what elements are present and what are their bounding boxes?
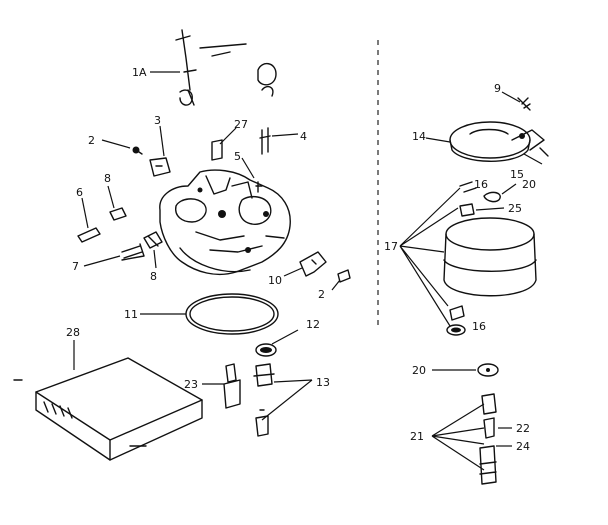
part-17-float-bowl [443, 217, 537, 297]
label-1a: 1A [132, 66, 147, 79]
part-14-lid [449, 121, 549, 162]
part-2-screw-upper [132, 146, 143, 155]
label-17: 17 [384, 240, 398, 253]
part-7-needle [121, 243, 145, 261]
label-12: 12 [306, 318, 320, 331]
label-4: 4 [300, 130, 307, 143]
part-16-upper-clip [459, 181, 477, 193]
label-3: 3 [154, 114, 161, 127]
label-20-lower: 20 [412, 364, 426, 377]
label-8-lower: 8 [150, 270, 157, 283]
label-16-lower: 16 [472, 320, 486, 333]
part-1a-throttle-shaft [175, 29, 277, 106]
part-6-screw [77, 227, 101, 243]
label-15: 15 [510, 168, 524, 181]
part-16-lower-gasket [446, 305, 466, 336]
label-2-upper: 2 [88, 134, 95, 147]
part-20-lower-ring [477, 363, 499, 377]
part-labels: 1A 2 3 27 4 5 6 8 7 8 10 2 11 12 28 23 1… [66, 66, 536, 453]
label-28: 28 [66, 326, 80, 339]
leader-lines [73, 71, 543, 471]
label-9: 9 [494, 82, 501, 95]
label-5: 5 [234, 150, 241, 163]
label-10: 10 [268, 274, 282, 287]
label-6: 6 [76, 186, 83, 199]
label-22: 22 [516, 422, 530, 435]
part-12-seal [255, 343, 277, 357]
label-14: 14 [412, 130, 426, 143]
part-8-lower-spring [143, 231, 163, 249]
part-4-shaft [259, 127, 271, 155]
label-25: 25 [508, 202, 522, 215]
part-3-plate [149, 157, 171, 177]
label-2-lower: 2 [318, 288, 325, 301]
part-10-lever [299, 251, 327, 277]
label-13: 13 [316, 376, 330, 389]
part-25-pin [459, 203, 475, 217]
part-5-carburetor-body [159, 169, 291, 276]
label-21: 21 [410, 430, 424, 443]
part-9-screw [517, 97, 531, 111]
part-2-screw-lower [337, 269, 351, 283]
label-8-upper: 8 [104, 172, 111, 185]
label-23: 23 [184, 378, 198, 391]
label-20-upper: 20 [522, 178, 536, 191]
part-13-jets [253, 363, 275, 437]
part-8-upper-washer [109, 207, 127, 221]
part-21-stem [479, 393, 497, 485]
part-28-filter-box [13, 357, 203, 461]
label-24: 24 [516, 440, 530, 453]
part-11-gasket-ring [185, 293, 279, 335]
part-27-pin [211, 139, 223, 161]
part-23-jet [223, 363, 241, 409]
label-11: 11 [124, 308, 138, 321]
part-20-upper-ring [483, 191, 501, 203]
label-16-upper: 16 [474, 178, 488, 191]
label-7: 7 [72, 260, 79, 273]
label-27: 27 [234, 118, 248, 131]
